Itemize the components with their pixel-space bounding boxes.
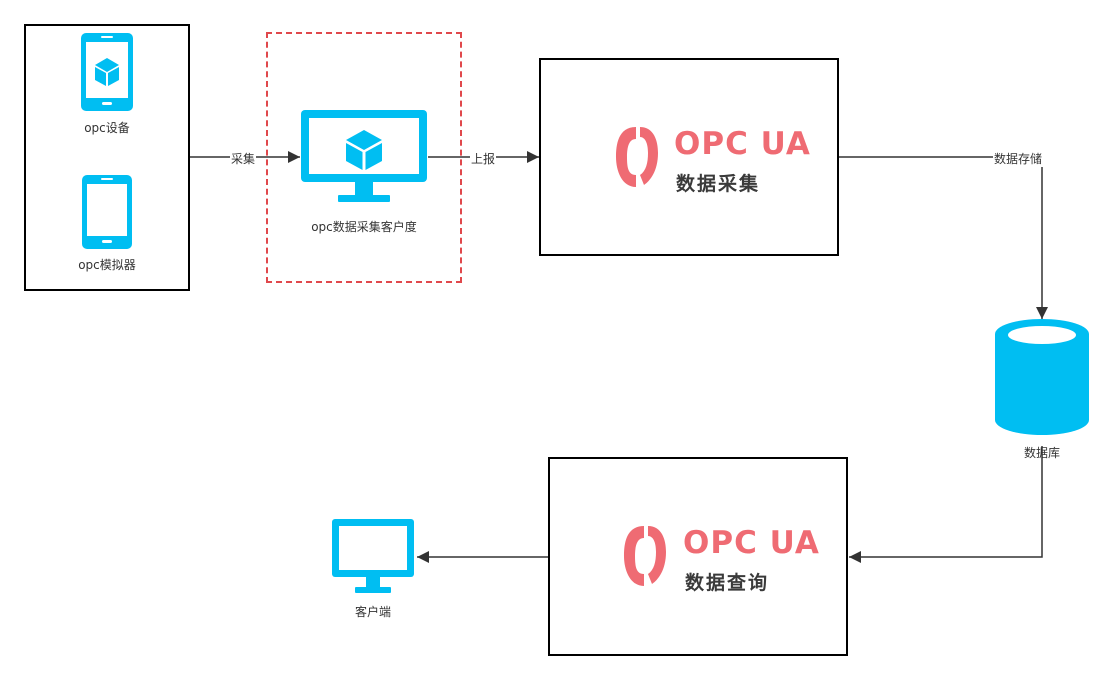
edge-label-collect: 采集 <box>230 150 257 167</box>
collector-client-box[interactable] <box>266 32 462 283</box>
phone-icon <box>82 175 132 249</box>
edge-label-store: 数据存储 <box>993 150 1044 167</box>
opc-ua-logo-icon-query <box>624 526 666 586</box>
opc-simulator-label: opc模拟器 <box>78 258 136 272</box>
edge-label-report: 上报 <box>470 150 497 167</box>
phone-cube-icon <box>81 33 133 111</box>
opc-ua-logo-icon <box>616 127 658 187</box>
collect-service-box[interactable] <box>539 58 839 256</box>
monitor-cube-icon <box>301 110 427 202</box>
collector-client-label: opc数据采集客户度 <box>311 220 417 234</box>
query-service-box[interactable] <box>548 457 848 656</box>
opc-device-label: opc设备 <box>84 121 130 135</box>
query-service-logo-subtitle: 数据查询 <box>685 572 770 594</box>
edge-db-to-query-line <box>849 446 1043 563</box>
edge-store-line <box>839 156 1048 319</box>
database-label: 数据库 <box>1023 446 1060 460</box>
query-service-logo-title: OPC UA <box>683 525 820 561</box>
collect-service-logo-subtitle: 数据采集 <box>676 173 761 195</box>
collect-service-logo-title: OPC UA <box>674 126 811 162</box>
client-label: 客户端 <box>354 605 391 619</box>
monitor-icon <box>332 519 414 593</box>
database-cylinder-icon <box>995 319 1089 435</box>
